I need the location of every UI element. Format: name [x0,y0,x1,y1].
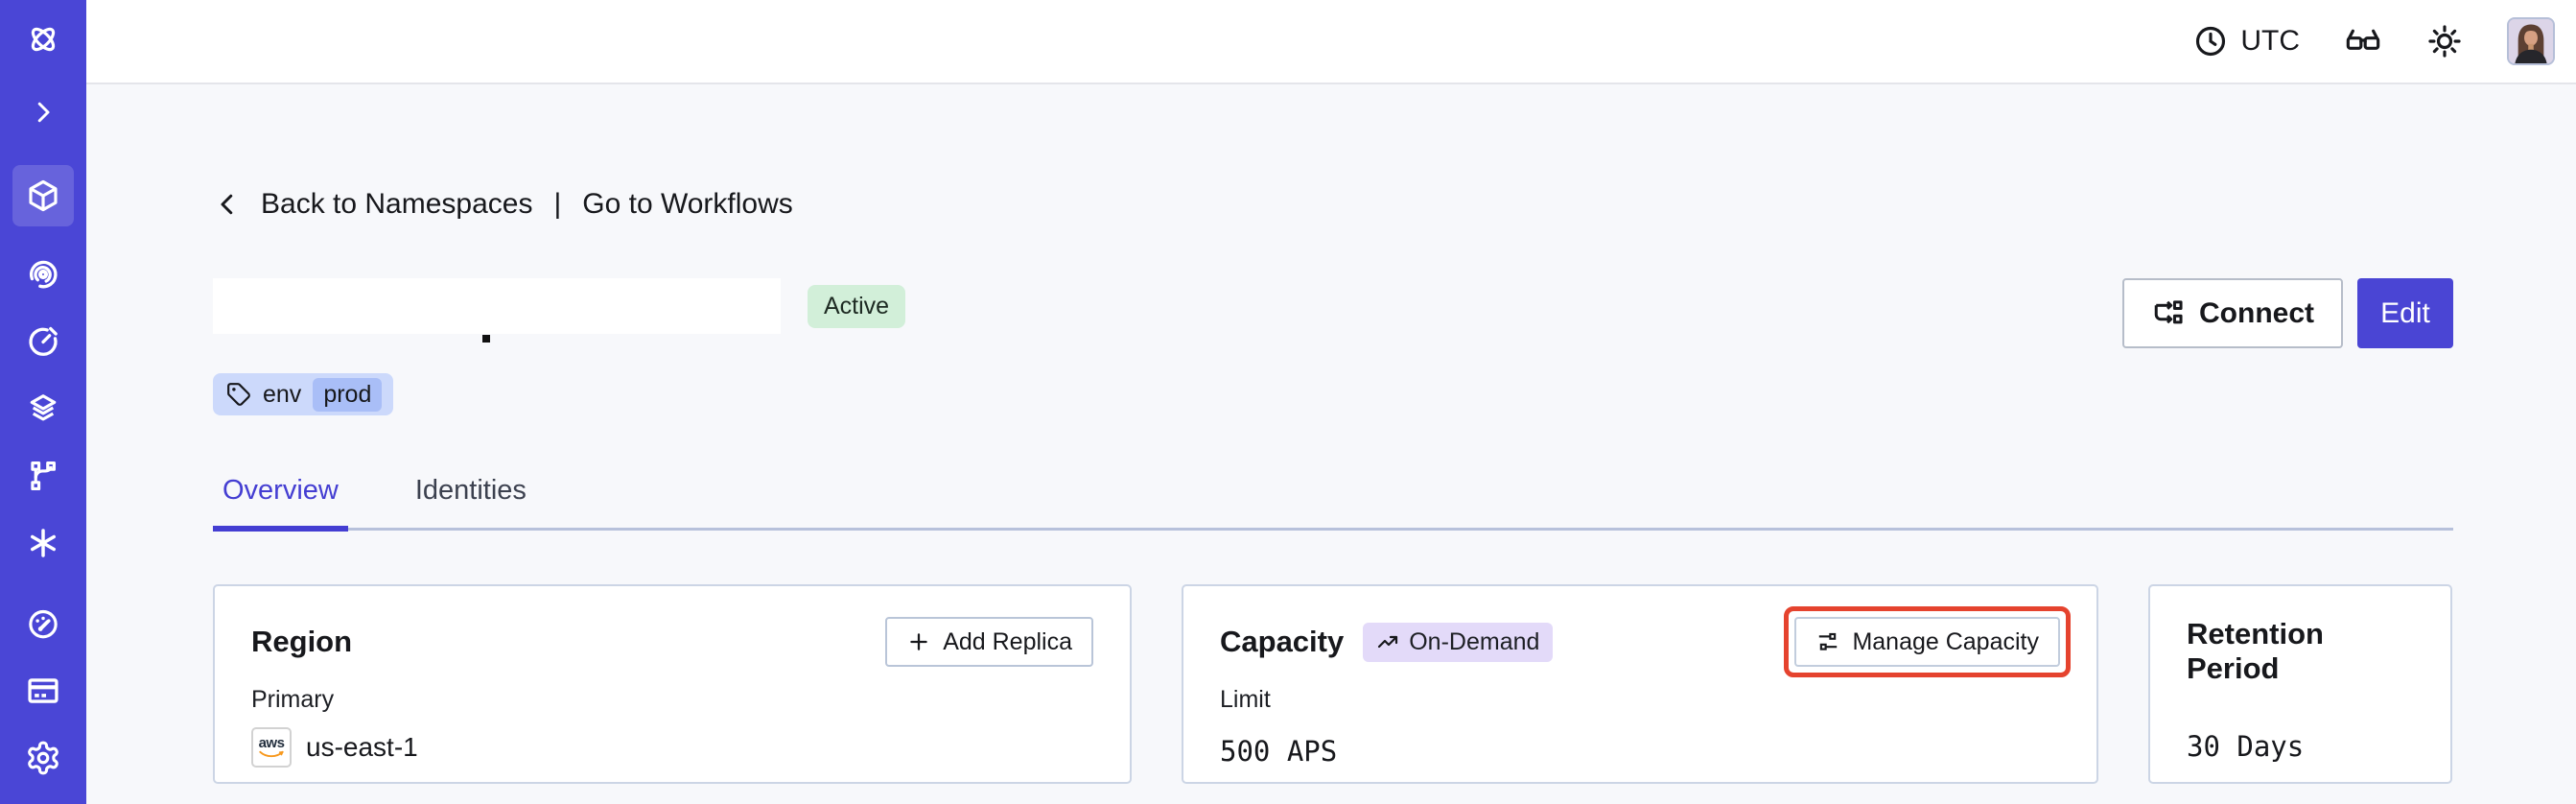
trending-up-icon [1378,635,1398,649]
ondemand-badge: On-Demand [1363,622,1554,662]
user-avatar[interactable] [2507,17,2555,65]
timezone-label: UTC [2240,25,2300,57]
layers-icon [30,394,57,421]
connect-button-label: Connect [2199,296,2314,329]
git-branch-icon [31,461,56,491]
timezone-selector[interactable]: UTC [2193,24,2300,59]
connect-flow-icon [2154,299,2183,323]
sidebar-item-monitors[interactable] [12,255,74,294]
clock-countdown-icon [29,326,58,356]
sidebar-expand-chevron-icon[interactable] [12,98,74,127]
sidebar-item-deployments[interactable] [12,457,74,495]
temporal-logo-icon[interactable] [12,21,74,58]
capacity-card-title: Capacity [1220,625,1345,658]
capacity-limit-value: 500 APS [1220,735,1338,768]
theme-toggle[interactable] [2426,23,2463,59]
env-tag: env prod [213,373,394,415]
ondemand-badge-label: On-Demand [1409,627,1540,655]
go-to-workflows-link[interactable]: Go to Workflows [582,188,793,220]
avatar-portrait-image [2509,19,2553,63]
add-replica-label: Add Replica [943,627,1072,655]
connect-button[interactable]: Connect [2122,278,2343,348]
tag-icon [227,383,250,406]
sidebar-item-billing[interactable] [12,672,74,710]
region-card: Region Add Replica Primary aws [213,584,1132,784]
sidebar-item-settings[interactable] [12,739,74,777]
tab-identities[interactable]: Identities [414,475,527,506]
sidebar-item-schedules[interactable] [12,322,74,361]
limit-label: Limit [1220,686,1271,713]
tab-overview[interactable]: Overview [213,475,348,532]
retention-value: 30 Days [2187,730,2305,763]
asterisk-icon [31,529,56,557]
overview-cards: Region Add Replica Primary aws [213,584,2453,784]
sidebar-item-stack[interactable] [12,390,74,428]
region-card-title: Region [251,625,353,658]
breadcrumb-separator: | [553,188,562,220]
sidebar [0,0,86,804]
clock-icon [2196,26,2226,57]
user-icon [25,800,61,804]
add-replica-button[interactable]: Add Replica [885,617,1093,667]
sidebar-item-usage[interactable] [12,604,74,643]
chevron-left-icon[interactable] [213,190,242,219]
aws-logo-icon: aws [251,727,292,768]
tag-key: env [263,380,302,408]
spiral-icon [30,260,58,289]
region-value: us-east-1 [306,732,418,762]
gear-icon [28,741,59,775]
gauge-icon [29,609,58,639]
edit-button-label: Edit [2380,296,2430,329]
breadcrumb: Back to Namespaces | Go to Workflows [213,188,2453,221]
annotation-highlight-box: Manage Capacity [1784,606,2071,677]
sliders-flow-icon [1819,632,1838,650]
credit-card-icon [28,678,59,703]
capacity-card: Capacity On-Demand [1182,584,2098,784]
back-to-namespaces-link[interactable]: Back to Namespaces [261,188,533,220]
retention-card: Retention Period 30 Days [2148,584,2452,784]
manage-capacity-label: Manage Capacity [1852,627,2039,655]
sun-icon [2428,25,2461,58]
sidebar-item-namespaces[interactable] [12,165,74,226]
manage-capacity-button[interactable]: Manage Capacity [1794,617,2060,667]
primary-label: Primary [251,686,335,713]
main-content: Back to Namespaces | Go to Workflows Act… [86,86,2576,804]
plus-icon [910,633,927,650]
tag-value-chip: prod [313,377,383,412]
status-badge: Active [808,284,906,328]
aws-smile-swoosh [259,750,284,758]
topbar: UTC [86,0,2576,84]
tag-row: env prod [213,373,2453,415]
retention-card-title: Retention Period [2187,617,2324,685]
cube-icon [29,179,58,212]
tabs: Overview Identities [213,475,2453,532]
namespace-header: Active Connect Edit [213,278,2453,348]
sidebar-item-nexus[interactable] [12,524,74,562]
glasses-icon [2346,29,2380,50]
edit-button[interactable]: Edit [2357,278,2453,348]
namespace-title-redacted [213,278,781,343]
labs-glasses-toggle[interactable] [2344,22,2382,60]
redaction-artifact [482,335,490,343]
